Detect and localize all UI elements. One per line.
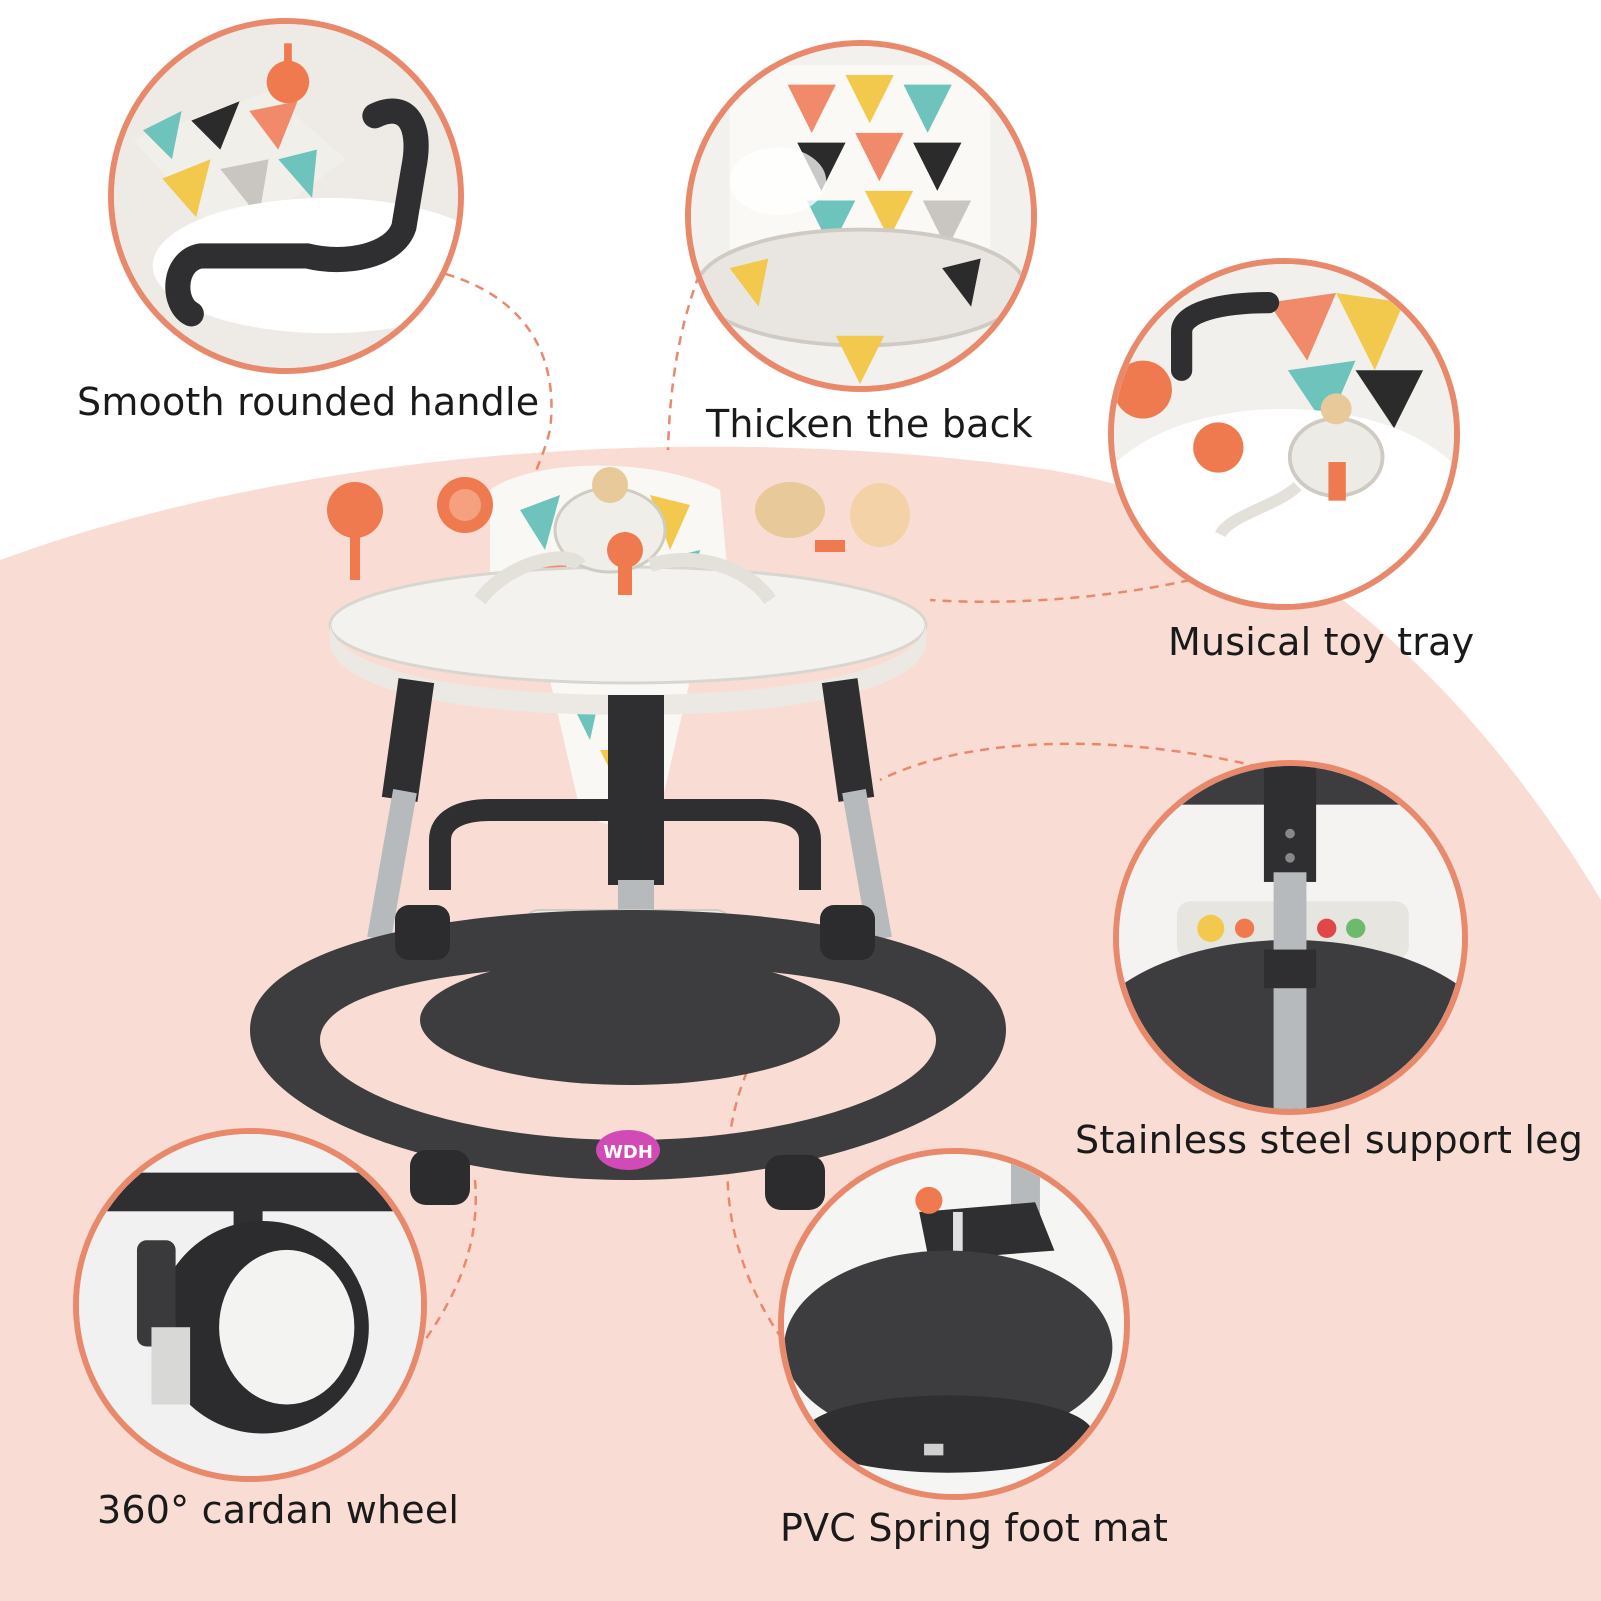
connector-wheel bbox=[423, 1179, 477, 1341]
toy-fan bbox=[327, 482, 383, 538]
brand-badge-text: WDH bbox=[603, 1142, 653, 1163]
wheel-closeup-photo bbox=[79, 1134, 421, 1476]
caption-back: Thicken the back bbox=[706, 402, 1033, 446]
toy-crown bbox=[592, 467, 628, 503]
caption-tray: Musical toy tray bbox=[1168, 620, 1475, 664]
caption-wheel: 360° cardan wheel bbox=[97, 1488, 460, 1532]
foot-mat-closeup-photo bbox=[784, 1154, 1124, 1494]
caption-mat: PVC Spring foot mat bbox=[780, 1506, 1169, 1550]
mat-closeup bbox=[778, 1148, 1130, 1500]
connector-handle bbox=[429, 268, 553, 501]
baby-walker-photo: WDH bbox=[250, 465, 1006, 1210]
brand-badge bbox=[596, 1130, 660, 1170]
caption-leg: Stainless steel support leg bbox=[1075, 1118, 1584, 1162]
toy-cloud bbox=[755, 482, 825, 538]
back-closeup bbox=[685, 40, 1037, 392]
support-leg-closeup-photo bbox=[1119, 766, 1462, 1109]
toy-tray-closeup-photo bbox=[1114, 264, 1454, 604]
toy-elephant bbox=[850, 483, 910, 547]
wheel-closeup bbox=[73, 1128, 427, 1482]
leg-closeup bbox=[1113, 760, 1468, 1115]
connector-leg bbox=[879, 742, 1291, 782]
handle-closeup-photo bbox=[114, 24, 458, 368]
seat-back-closeup-photo bbox=[691, 46, 1031, 386]
handle-closeup bbox=[108, 18, 464, 374]
caption-handle: Smooth rounded handle bbox=[77, 380, 540, 424]
tray-closeup bbox=[1108, 258, 1460, 610]
